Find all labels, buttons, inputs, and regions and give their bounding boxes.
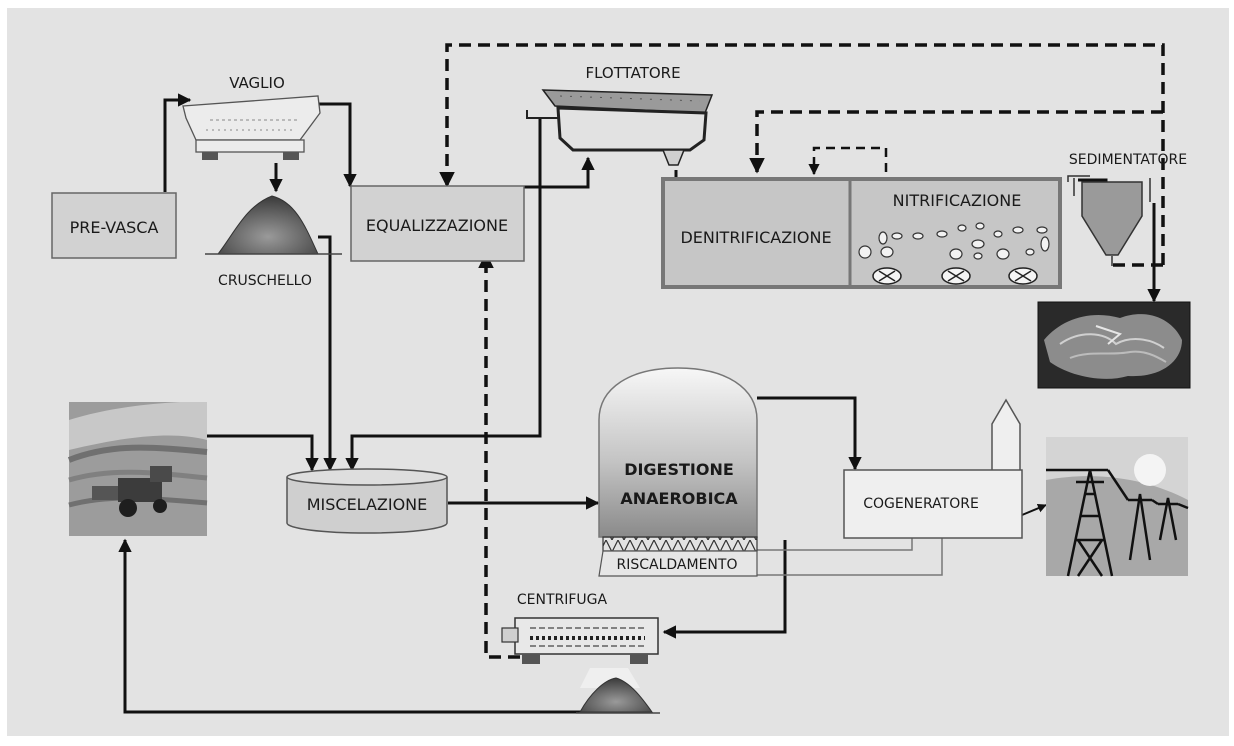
nitrificazione-label: NITRIFICAZIONE [893, 191, 1022, 210]
pre-vasca-label: PRE-VASCA [70, 218, 159, 237]
flow-cogeneratore-to-grid [1021, 503, 1047, 516]
pre-vasca: PRE-VASCA [51, 192, 177, 259]
aeration-bubbles [858, 222, 1050, 260]
flow-prevasca-to-vaglio [163, 93, 192, 192]
chimney [991, 398, 1021, 470]
flow-equalizzazione-to-flottatore [520, 156, 595, 189]
cruschello-label: CRUSCHELLO [218, 273, 312, 289]
flow-solid-to-field [118, 538, 583, 714]
water-discharge-image [1037, 301, 1191, 389]
flow-biomass-to-miscelazione [207, 434, 319, 472]
denitrificazione-label: DENITRIFICAZIONE [680, 228, 831, 247]
centrate-return-line [478, 252, 520, 659]
solid-digestate-pile [576, 668, 660, 714]
digestione-label-line1: DIGESTIONE [624, 460, 734, 479]
equalizzazione-tank: EQUALIZZAZIONE [350, 185, 525, 262]
nitrificazione-section: NITRIFICAZIONE [858, 191, 1050, 285]
flow-flottatore-to-miscelazione [345, 118, 542, 472]
centrifuga-unit: CENTRIFUGA [501, 592, 659, 664]
sedimentatore-unit: SEDIMENTATORE [1067, 152, 1187, 266]
biological-tank: DENITRIFICAZIONE NITRIFICAZIONE [661, 177, 1062, 289]
heat-line-return [757, 538, 943, 576]
recirculation-line-to-denitrificazione [749, 110, 1163, 174]
cogeneratore-label: COGENERATORE [863, 496, 979, 512]
riscaldamento-label: RISCALDAMENTO [617, 557, 738, 573]
flow-digestato-to-centrifuga [662, 540, 787, 639]
flow-vaglio-to-equalizzazione [318, 102, 357, 188]
miscelazione-tank: MISCELAZIONE [286, 468, 448, 534]
recirculation-line-to-equalizzazione [439, 43, 1165, 265]
equalizzazione-label: EQUALIZZAZIONE [366, 216, 508, 235]
flow-biogas-to-cogeneratore [757, 396, 862, 471]
field-tractor-image [67, 402, 208, 536]
vaglio-label: VAGLIO [229, 74, 285, 92]
power-grid-image [1046, 437, 1189, 577]
air-diffusers [872, 267, 1038, 285]
heat-line-supply [757, 538, 913, 551]
miscelazione-label: MISCELAZIONE [307, 495, 428, 514]
internal-recirculation-line [808, 146, 888, 176]
flottatore-unit: FLOTTATORE [526, 64, 714, 166]
cruschello-pile: CRUSCHELLO [205, 195, 342, 289]
digestione-label-line2: ANAEROBICA [620, 489, 738, 508]
digestione-anaerobica-digester: DIGESTIONE ANAEROBICA RISCALDAMENTO [598, 367, 758, 577]
vaglio-screen: VAGLIO [182, 74, 321, 160]
cogeneratore-unit: COGENERATORE [843, 398, 1023, 539]
flottatore-label: FLOTTATORE [585, 64, 680, 82]
centrifuga-label: CENTRIFUGA [517, 592, 608, 608]
denitrificazione-section: DENITRIFICAZIONE [680, 228, 831, 247]
heating-coil [602, 536, 758, 552]
flow-cruschello-to-miscelazione [318, 235, 337, 472]
sedimentatore-label: SEDIMENTATORE [1069, 152, 1187, 168]
